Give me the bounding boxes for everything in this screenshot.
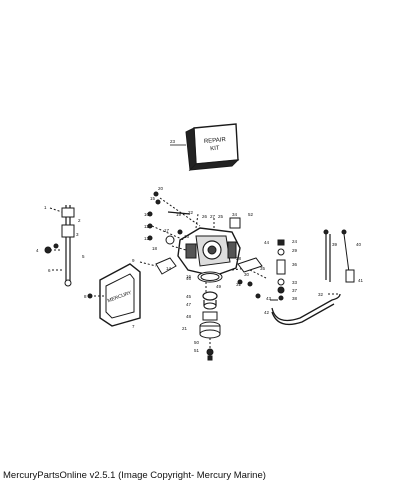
callout-48: 48 xyxy=(186,314,192,319)
callout-42: 42 xyxy=(264,310,270,315)
callout-49: 49 xyxy=(216,284,222,289)
callout-51: 51 xyxy=(194,348,200,353)
callout-33: 33 xyxy=(292,280,298,285)
flame-arrestor-cover xyxy=(87,263,141,327)
callout-47: 47 xyxy=(186,302,192,307)
callout-26: 26 xyxy=(202,214,208,219)
callout-24: 24 xyxy=(292,239,298,244)
callout-35: 35 xyxy=(260,266,266,271)
copyright-footer: MercuryPartsOnline v2.5.1 (Image Copyrig… xyxy=(3,470,266,481)
callout-17: 17 xyxy=(164,228,170,233)
callout-28: 28 xyxy=(236,256,242,261)
callout-36: 36 xyxy=(292,262,298,267)
callout-44: 44 xyxy=(264,240,270,245)
fuel-line xyxy=(271,293,341,326)
callout-11: 11 xyxy=(144,224,149,229)
callout-43: 43 xyxy=(266,296,272,301)
callout-5: 5 xyxy=(82,254,85,259)
choke-linkage xyxy=(231,257,267,299)
callout-40: 40 xyxy=(356,242,362,247)
carburetor-body xyxy=(177,213,241,277)
callout-3: 3 xyxy=(76,232,79,237)
callout-27: 27 xyxy=(210,214,216,219)
callout-25: 25 xyxy=(218,214,224,219)
throttle-lever-parts xyxy=(139,229,187,275)
callout-7: 7 xyxy=(132,324,135,329)
callout-38: 38 xyxy=(292,296,298,301)
repair-kit-box xyxy=(170,123,240,172)
repair-kit-label-line2: KIT xyxy=(210,146,220,153)
callout-37: 37 xyxy=(292,288,298,293)
callout-9: 9 xyxy=(132,258,135,263)
callout-52: 52 xyxy=(248,212,254,217)
callout-18: 18 xyxy=(152,246,158,251)
callout-2: 2 xyxy=(78,218,81,223)
callout-45: 45 xyxy=(186,294,192,299)
callout-20: 20 xyxy=(158,186,164,191)
float-bowl-assembly xyxy=(197,271,223,361)
fuel-inlet-parts xyxy=(270,239,286,301)
callout-12: 12 xyxy=(144,236,150,241)
callout-1: 1 xyxy=(44,205,47,210)
callout-39: 39 xyxy=(332,242,338,247)
callout-21: 21 xyxy=(182,326,188,331)
callout-29: 29 xyxy=(292,248,298,253)
callout-31: 31 xyxy=(236,282,242,287)
callout-16: 16 xyxy=(186,274,192,279)
callout-13: 13 xyxy=(184,234,190,239)
repair-kit-label-line1: REPAIR xyxy=(204,137,227,145)
callout-4: 4 xyxy=(36,248,39,253)
callout-22: 22 xyxy=(188,210,194,215)
callout-14: 14 xyxy=(166,266,172,271)
callout-8: 8 xyxy=(84,294,87,299)
callout-19: 19 xyxy=(176,212,182,217)
callout-23: 23 xyxy=(170,139,176,144)
callout-6: 6 xyxy=(48,268,51,273)
callout-30: 30 xyxy=(244,272,250,277)
callout-46: 46 xyxy=(186,276,192,281)
linkage-rod-assembly xyxy=(44,205,75,287)
choke-rod xyxy=(323,229,355,283)
callout-50: 50 xyxy=(194,340,200,345)
callout-34: 34 xyxy=(232,212,238,217)
upper-fasteners xyxy=(147,191,201,241)
callout-10: 10 xyxy=(144,212,150,217)
callout-32: 32 xyxy=(318,292,324,297)
callout-15: 15 xyxy=(150,196,156,201)
callout-41: 41 xyxy=(358,278,364,283)
